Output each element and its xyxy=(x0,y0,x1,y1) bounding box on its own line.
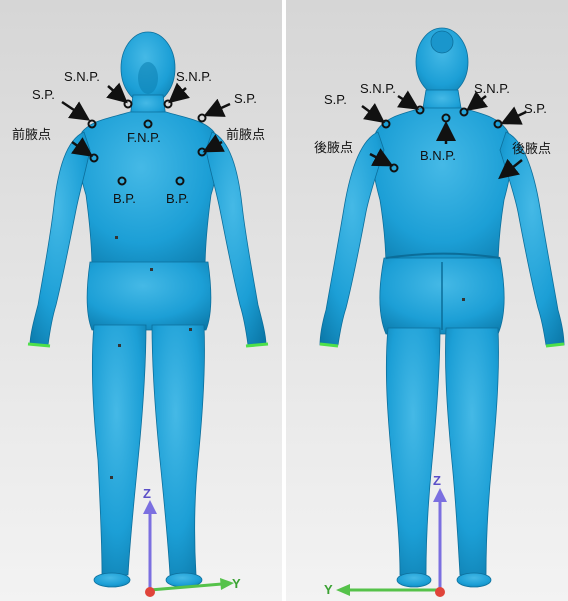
label-sp-right: S.P. xyxy=(234,91,257,106)
back-label-sp-right: S.P. xyxy=(524,101,547,116)
back-y-label: Y xyxy=(324,582,333,597)
back-view-panel: S.P. S.P. S.N.P. S.N.P. B.N.P. 後腋点 後腋点 Z… xyxy=(286,0,568,601)
back-label-snp-right: S.N.P. xyxy=(474,81,510,96)
label-snp-right: S.N.P. xyxy=(176,69,212,84)
back-label-axilla-left: 後腋点 xyxy=(314,141,353,156)
label-bnp: B.N.P. xyxy=(420,148,456,163)
label-fnp: F.N.P. xyxy=(127,130,161,145)
back-label-axilla-right: 後腋点 xyxy=(512,142,551,157)
back-scan-marker xyxy=(462,298,465,301)
back-view-figure: S.P. S.P. S.N.P. S.N.P. B.N.P. 後腋点 後腋点 Z… xyxy=(286,0,568,601)
back-z-label: Z xyxy=(433,473,441,488)
label-snp-left: S.N.P. xyxy=(64,69,100,84)
front-face xyxy=(138,62,158,94)
left-hand-tip xyxy=(28,344,50,346)
front-view-panel: S.N.P. S.N.P. S.P. S.P. F.N.P. 前腋点 前腋点 B… xyxy=(0,0,282,601)
label-bp-left: B.P. xyxy=(113,191,136,206)
label-bp-right: B.P. xyxy=(166,191,189,206)
front-view-figure: S.N.P. S.N.P. S.P. S.P. F.N.P. 前腋点 前腋点 B… xyxy=(0,0,282,601)
front-origin xyxy=(145,587,155,597)
back-label-snp-left: S.N.P. xyxy=(360,81,396,96)
front-y-label: Y xyxy=(232,576,241,591)
right-hand-tip xyxy=(246,344,268,346)
label-axilla-left: 前腋点 xyxy=(12,127,51,143)
label-axilla-right: 前腋点 xyxy=(226,127,265,143)
back-left-hand-tip xyxy=(320,344,338,346)
front-z-label: Z xyxy=(143,486,151,501)
back-label-sp-left: S.P. xyxy=(324,92,347,107)
back-origin xyxy=(435,587,445,597)
back-hair-bun xyxy=(431,31,453,53)
back-right-hand-tip xyxy=(546,344,564,346)
label-sp-left: S.P. xyxy=(32,87,55,102)
